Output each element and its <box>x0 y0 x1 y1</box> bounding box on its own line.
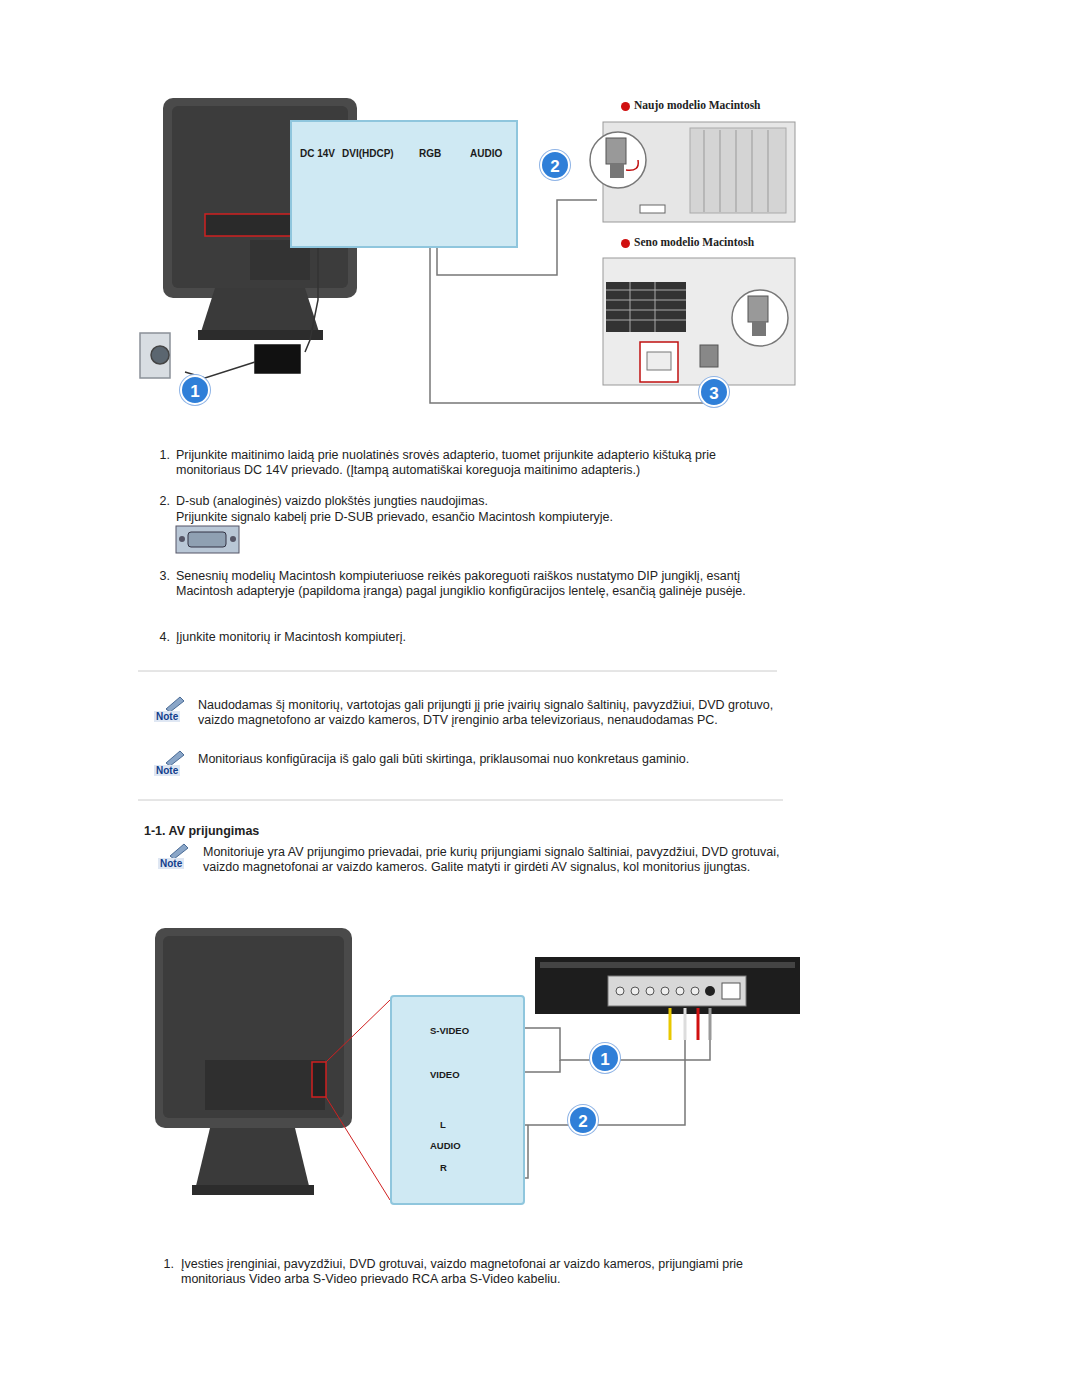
body-text: Monitoriaus konfigūracija iš galo gali b… <box>198 752 798 767</box>
note-icon: Note <box>154 711 180 722</box>
node-text: AUDIO <box>430 1140 461 1151</box>
list-number: 1. <box>150 1257 174 1272</box>
callout-number: 3 <box>699 377 729 407</box>
callout-number: 1 <box>180 375 210 405</box>
list-number: 1. <box>150 448 170 463</box>
separator <box>138 800 783 801</box>
body-text: Prijunkite maitinimo laidą prie nuolatin… <box>176 448 776 478</box>
note-icon: Note <box>158 858 184 869</box>
callout-number: 2 <box>540 150 570 180</box>
list-number: 4. <box>150 630 170 645</box>
dsub-icon <box>176 526 239 553</box>
node-text: S-VIDEO <box>430 1025 469 1036</box>
body-text: Įjunkite monitorių ir Macintosh kompiute… <box>176 630 776 645</box>
monitor-back-bottom <box>155 928 390 1200</box>
node-text: VIDEO <box>430 1069 460 1080</box>
av-wires <box>498 1028 710 1178</box>
node-text: RGB <box>419 148 441 159</box>
node-text: R <box>440 1162 447 1173</box>
section-heading: 1-1. AV prijungimas <box>144 824 544 839</box>
macintosh-new: Naujo modelio Macintosh <box>597 97 807 227</box>
node-text: Seno modelio Macintosh <box>621 236 754 248</box>
node-text: AUDIO <box>470 148 502 159</box>
callout-number: 1 <box>590 1043 620 1073</box>
node-text: L <box>440 1119 446 1130</box>
node-text: DC 14V <box>300 148 335 159</box>
dvd-player <box>535 957 800 1040</box>
body-text: Prijunkite signalo kabelį prie D-SUB pri… <box>176 510 776 525</box>
macintosh-old: Seno modelio Macintosh <box>597 234 807 389</box>
note-icon: Note <box>154 765 180 776</box>
node-text: Naujo modelio Macintosh <box>621 99 761 111</box>
body-text: Naudodamas šį monitorių, vartotojas gali… <box>198 698 798 728</box>
list-number: 2. <box>150 494 170 509</box>
node-text: DVI(HDCP) <box>342 148 394 159</box>
body-text: Monitoriuje yra AV prijungimo prievadai,… <box>203 845 808 875</box>
old-macintosh <box>603 258 795 385</box>
body-text: Senesnių modelių Macintosh kompiuteriuos… <box>176 569 766 599</box>
body-text: Įvesties įrenginiai, pavyzdžiui, DVD gro… <box>181 1257 781 1287</box>
cable-connector <box>430 248 714 403</box>
body-text: D-sub (analoginės) vaizdo plokštės jungt… <box>176 494 776 509</box>
separator <box>138 671 777 672</box>
av-panel: S-VIDEO VIDEO L AUDIO R <box>390 995 525 1205</box>
callout-number: 2 <box>568 1105 598 1135</box>
connector-panel: DC 14V DVI(HDCP) RGB AUDIO <box>290 120 518 248</box>
list-number: 3. <box>150 569 170 584</box>
new-macintosh <box>590 122 795 222</box>
